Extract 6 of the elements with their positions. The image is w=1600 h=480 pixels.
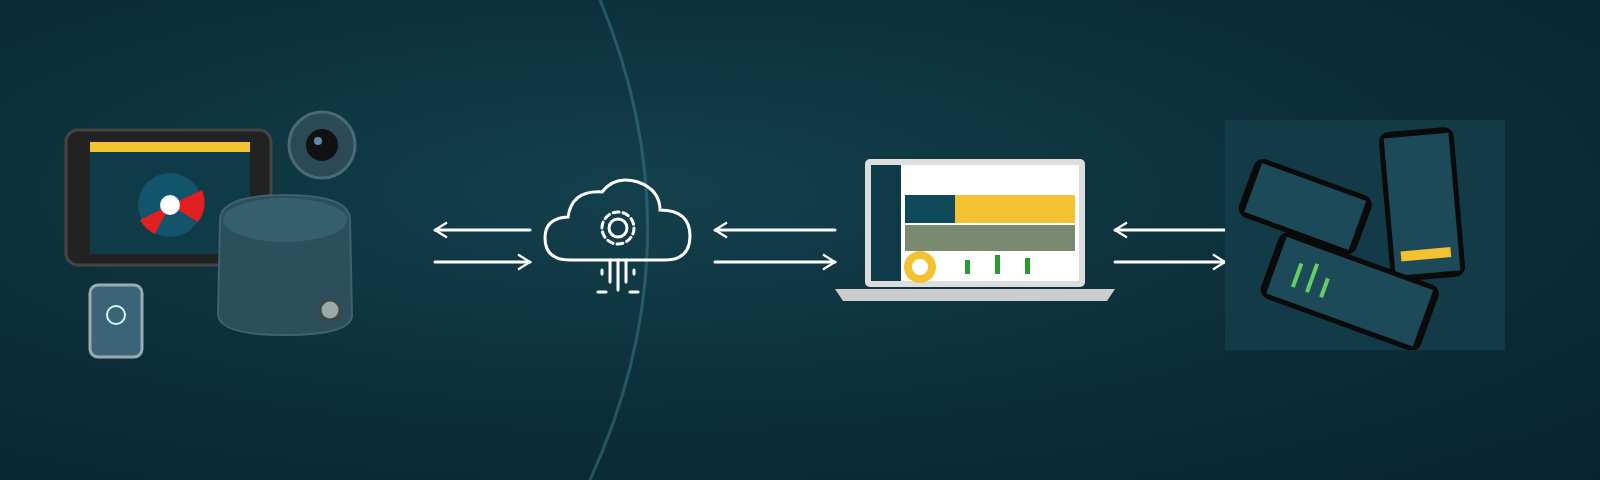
arrow (433, 253, 532, 271)
arrow (433, 221, 532, 239)
arrow (1113, 221, 1227, 239)
arrow (713, 221, 837, 239)
arrow (713, 253, 837, 271)
arrow (1113, 253, 1227, 271)
